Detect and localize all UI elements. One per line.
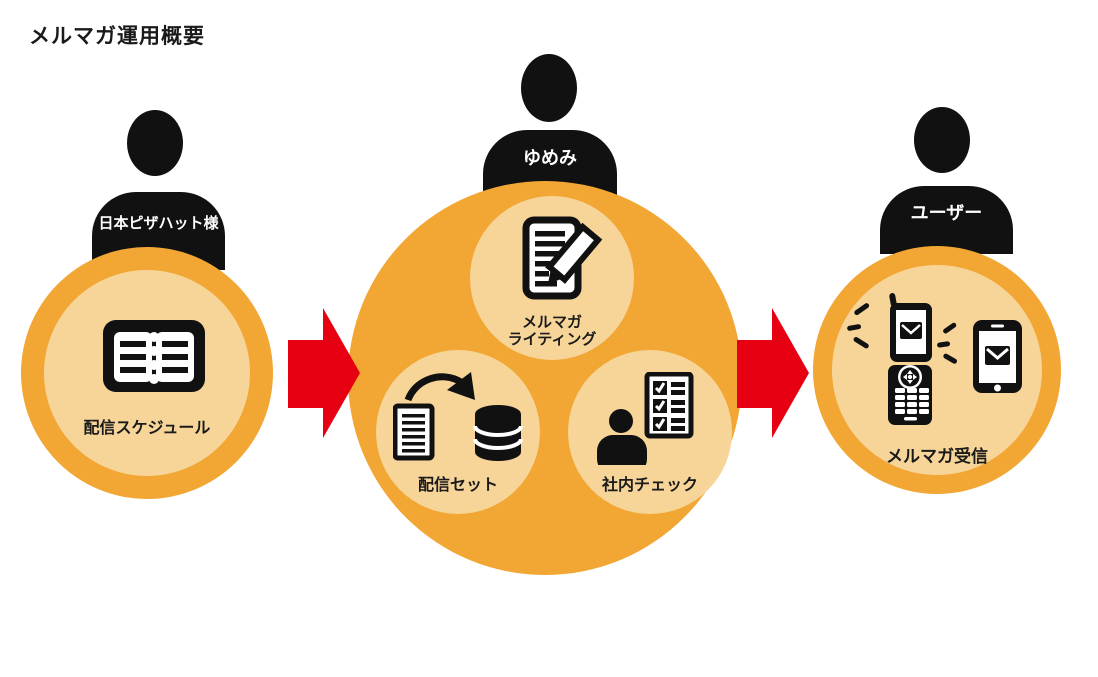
writing-task-label: メルマガ ライティング [472, 314, 632, 348]
flow-arrow-right-icon [737, 308, 809, 438]
schedule-book-icon [103, 320, 205, 392]
user-name-label: ユーザー [910, 203, 983, 223]
user-shoulders: ユーザー [880, 186, 1013, 254]
yumemi-name-label: ゆめみ [523, 148, 577, 168]
check-task-label: 社内チェック [601, 477, 698, 494]
yumemi-person-head-icon [521, 54, 577, 122]
flow-arrow-right-icon [288, 308, 360, 438]
user-task-label: メルマガ受信 [886, 447, 988, 466]
page-title: メルマガ運用概要 [29, 25, 205, 48]
client-person-head-icon [127, 110, 183, 176]
phones-mail-icon [847, 293, 1022, 425]
writing-task-line1: メルマガ [521, 314, 582, 331]
document-to-database-icon [393, 372, 523, 461]
document-pencil-icon [522, 216, 603, 300]
delivery-set-task-label: 配信セット [417, 477, 498, 494]
person-checklist-icon [597, 372, 694, 465]
user-person-head-icon [914, 107, 970, 173]
client-task-label: 配信スケジュール [83, 420, 211, 437]
client-name-label: 日本ピザハット様 [98, 215, 219, 232]
writing-task-line2: ライティング [507, 331, 597, 348]
